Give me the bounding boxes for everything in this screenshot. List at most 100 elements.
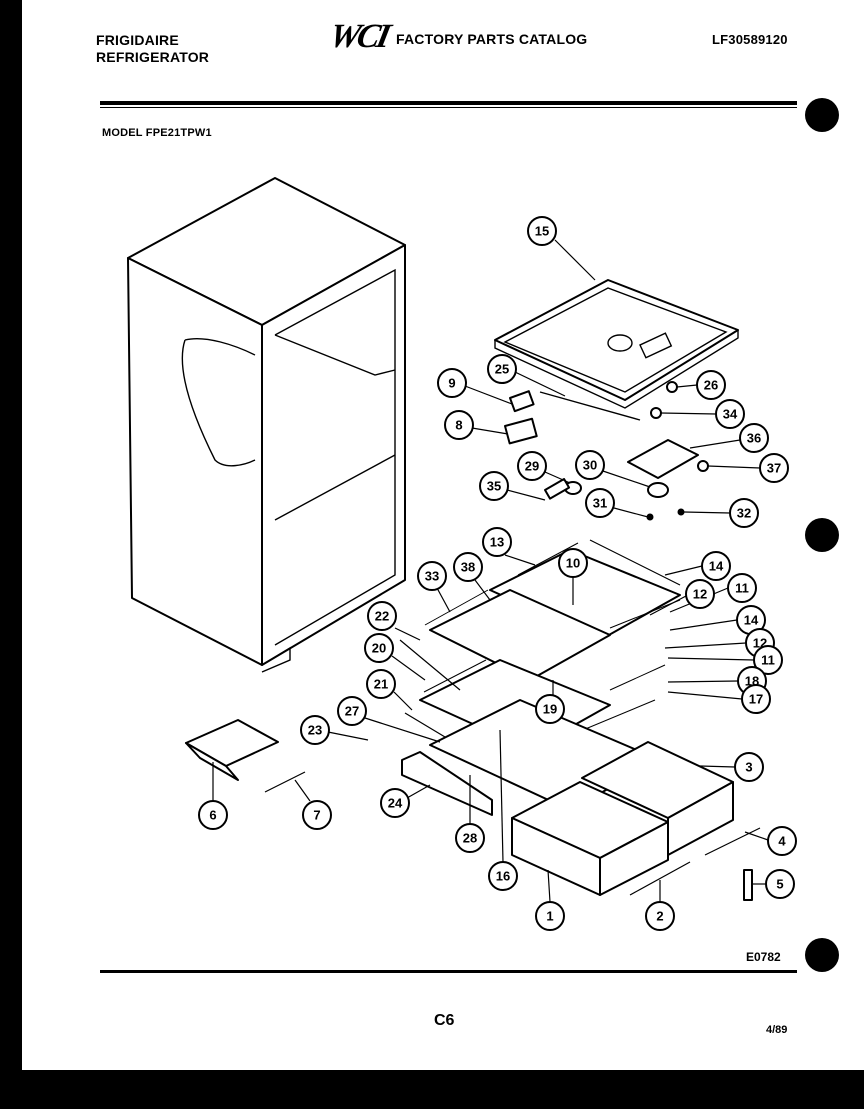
- svg-text:3: 3: [745, 760, 752, 775]
- svg-text:6: 6: [209, 808, 216, 823]
- callout-8: 8: [444, 410, 509, 440]
- svg-text:32: 32: [737, 506, 751, 521]
- catalog-title: FACTORY PARTS CATALOG: [396, 31, 588, 47]
- callout-16: 16: [488, 729, 518, 891]
- callout-2: 2: [645, 880, 675, 931]
- svg-text:30: 30: [583, 458, 597, 473]
- svg-text:23: 23: [308, 723, 322, 738]
- svg-text:1: 1: [546, 909, 553, 924]
- svg-text:37: 37: [767, 461, 781, 476]
- callout-36: 36: [689, 423, 769, 453]
- svg-text:11: 11: [735, 581, 749, 596]
- svg-text:20: 20: [372, 641, 386, 656]
- svg-text:36: 36: [747, 431, 761, 446]
- callout-12a: 12: [649, 579, 715, 616]
- model-label: MODEL FPE21TPW1: [102, 127, 212, 139]
- binder-hole-top: [805, 98, 839, 132]
- svg-text:4: 4: [778, 834, 786, 849]
- footer-rule: [100, 970, 797, 973]
- svg-text:33: 33: [425, 569, 439, 584]
- callout-38: 38: [453, 552, 491, 601]
- svg-text:14: 14: [744, 613, 759, 628]
- callout-21: 21: [366, 669, 413, 711]
- svg-text:11: 11: [761, 653, 775, 668]
- callout-13: 13: [482, 527, 536, 566]
- callout-5: 5: [752, 869, 795, 899]
- callout-27: 27: [337, 696, 441, 743]
- callout-23: 23: [300, 715, 369, 745]
- callout-20: 20: [364, 633, 426, 681]
- callout-10: 10: [558, 548, 588, 605]
- svg-text:16: 16: [496, 869, 510, 884]
- svg-text:35: 35: [487, 479, 501, 494]
- callout-3: 3: [699, 752, 764, 782]
- svg-text:10: 10: [566, 556, 580, 571]
- svg-text:14: 14: [709, 559, 724, 574]
- product-type: REFRIGERATOR: [96, 49, 210, 65]
- svg-text:21: 21: [374, 677, 388, 692]
- svg-text:2: 2: [656, 909, 663, 924]
- svg-text:9: 9: [448, 376, 455, 391]
- svg-text:17: 17: [749, 692, 763, 707]
- svg-text:29: 29: [525, 459, 539, 474]
- binder-hole-bottom: [805, 938, 839, 972]
- svg-text:31: 31: [593, 496, 607, 511]
- callout-9: 9: [437, 368, 513, 405]
- callout-6: 6: [198, 762, 228, 830]
- callout-14b: 14: [669, 605, 766, 635]
- callout-30: 30: [575, 450, 651, 488]
- control-parts: [504, 381, 709, 521]
- svg-text:15: 15: [535, 224, 549, 239]
- callout-34: 34: [660, 399, 745, 429]
- callout-33: 33: [417, 561, 451, 613]
- callout-15: 15: [527, 216, 596, 281]
- svg-text:19: 19: [543, 702, 557, 717]
- catalog-number: LF30589120: [712, 32, 788, 47]
- callout-11a: 11: [669, 573, 757, 613]
- svg-text:8: 8: [455, 418, 462, 433]
- svg-text:28: 28: [463, 831, 477, 846]
- callout-28: 28: [455, 775, 485, 853]
- svg-text:26: 26: [704, 378, 718, 393]
- callout-35: 35: [479, 471, 546, 501]
- header-rule: [100, 101, 797, 105]
- crisper-drawers: [511, 741, 761, 901]
- callout-4: 4: [744, 826, 797, 856]
- print-date: 4/89: [766, 1024, 788, 1036]
- svg-text:5: 5: [776, 877, 783, 892]
- header-rule-thin: [100, 107, 797, 108]
- callout-32: 32: [683, 498, 759, 528]
- svg-text:13: 13: [490, 535, 504, 550]
- svg-text:34: 34: [723, 407, 738, 422]
- cabinet-shell: [127, 177, 406, 673]
- scan-bottom-band: [0, 1070, 864, 1109]
- callout-29: 29: [517, 451, 571, 484]
- svg-text:25: 25: [495, 362, 509, 377]
- callout-26: 26: [676, 370, 726, 400]
- svg-text:12: 12: [693, 587, 707, 602]
- page-number: C6: [434, 1012, 455, 1029]
- svg-text:27: 27: [345, 704, 359, 719]
- callout-1: 1: [535, 869, 565, 931]
- svg-text:22: 22: [375, 609, 389, 624]
- callout-7: 7: [294, 779, 332, 830]
- callout-14a: 14: [664, 551, 731, 581]
- callout-19: 19: [535, 680, 565, 724]
- brand-name: FRIGIDAIRE: [96, 32, 179, 48]
- callout-layer: 15 9 25 26 34 8 36 29 30 37 35 31 32 13 …: [198, 216, 797, 931]
- callout-37: 37: [707, 453, 789, 483]
- callout-22: 22: [367, 601, 421, 641]
- svg-text:7: 7: [313, 808, 320, 823]
- scan-left-edge: [0, 0, 22, 1080]
- brand-block: FRIGIDAIRE REFRIGERATOR: [96, 32, 209, 66]
- callout-24: 24: [380, 784, 431, 818]
- top-cover-assembly: [494, 279, 739, 421]
- callout-31: 31: [585, 488, 649, 518]
- callout-25: 25: [487, 354, 566, 397]
- svg-text:38: 38: [461, 560, 475, 575]
- callout-11b: 11: [667, 645, 783, 675]
- svg-text:24: 24: [388, 796, 403, 811]
- callout-17: 17: [667, 684, 771, 714]
